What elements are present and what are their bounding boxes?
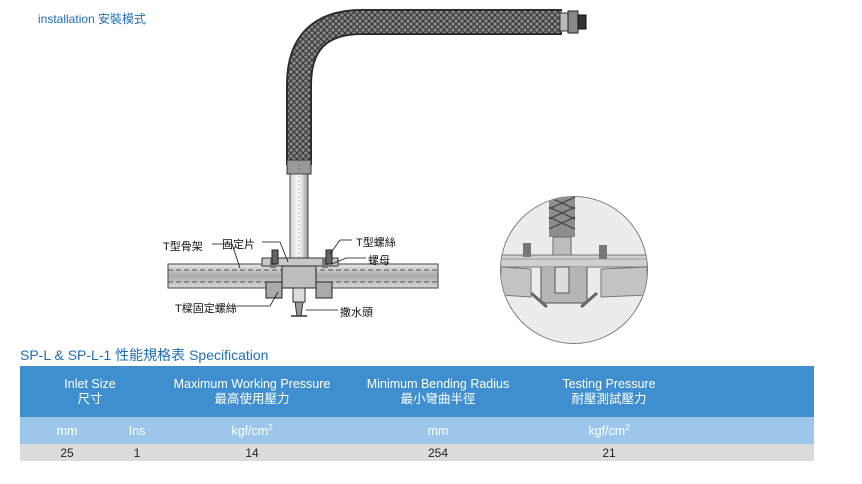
label-fixing-plate: 固定片	[222, 239, 255, 251]
installation-diagram	[167, 9, 587, 317]
value-mm: 25	[20, 444, 114, 461]
header-min-radius: Minimum Bending Radius 最小彎曲半徑	[344, 366, 533, 417]
label-nut: 螺母	[368, 255, 390, 267]
value-radius: 254	[344, 444, 533, 461]
hose-end-fitting	[559, 10, 587, 34]
unit-ins: Ins	[114, 417, 161, 444]
spec-table: Inlet Size 尺寸 Maximum Working Pressure 最…	[20, 366, 815, 461]
value-test: 21	[532, 444, 687, 461]
label-t-screw: T型螺絲	[356, 237, 396, 249]
unit-radius-mm: mm	[344, 417, 533, 444]
value-blank	[686, 444, 815, 461]
header-testing-pressure: Testing Pressure 耐壓測試壓力	[532, 366, 687, 417]
unit-mm: mm	[20, 417, 114, 444]
fixing-bracket	[265, 249, 333, 299]
spec-data-row: 25 1 14 254 21	[20, 444, 815, 461]
braided-hose	[286, 9, 562, 165]
spec-title: SP-L & SP-L-1 性能規格表 Specification	[20, 347, 269, 363]
header-blank	[686, 366, 815, 417]
leader-lines	[212, 239, 366, 311]
label-sprinkler: 撒水頭	[340, 307, 373, 319]
value-pressure: 14	[160, 444, 345, 461]
installation-detail-photo	[500, 196, 648, 344]
installation-title: installation 安裝模式	[38, 12, 147, 26]
label-t-fix-screw: T樑固定螺絲	[175, 303, 237, 315]
label-t-frame: T型骨架	[163, 241, 203, 253]
unit-test-kgf: kgf/cm2	[532, 417, 687, 444]
spec-units-row: mm Ins kgf/cm2 mm kgf/cm2	[20, 417, 815, 444]
sprinkler-head	[291, 287, 307, 317]
spec-header-row: Inlet Size 尺寸 Maximum Working Pressure 最…	[20, 366, 815, 417]
value-ins: 1	[114, 444, 161, 461]
unit-kgf: kgf/cm2	[160, 417, 345, 444]
unit-blank	[686, 417, 815, 444]
header-inlet-size: Inlet Size 尺寸	[20, 366, 161, 417]
header-max-pressure: Maximum Working Pressure 最高使用壓力	[160, 366, 345, 417]
